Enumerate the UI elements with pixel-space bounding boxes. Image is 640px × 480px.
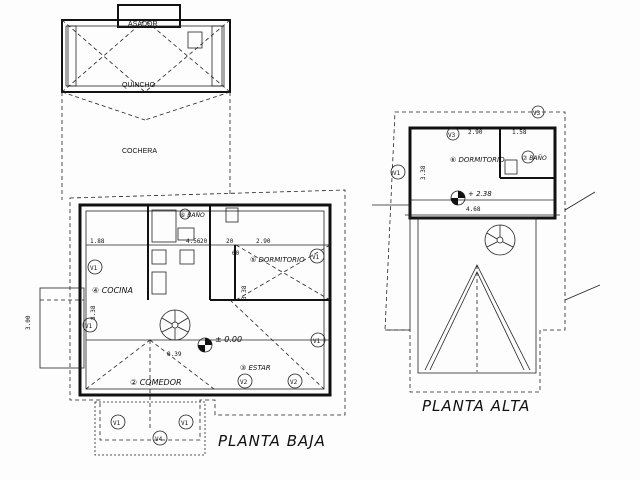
spiral-stair-steps <box>161 310 189 340</box>
window-tag: V1 <box>85 323 93 330</box>
upper-roof-outline <box>384 111 566 393</box>
upper-dim-4-68: 4.68 <box>466 206 481 213</box>
upper-roof-body <box>417 217 537 374</box>
upper-level-label: + 2.38 <box>468 190 492 198</box>
window-tag: V2 <box>240 379 248 386</box>
room-label-comedor: ② COMEDOR <box>130 378 182 387</box>
cochera-diag-2 <box>144 91 231 121</box>
room-label-quincho: QUINCHO <box>122 82 156 89</box>
window-markers-ground: V1 V1 V1 V2 V2 V1 V4 V1 V1 <box>82 208 326 446</box>
window-tag: V1 <box>181 420 189 427</box>
spiral-stair-core <box>171 321 179 329</box>
upper-walls <box>408 126 557 220</box>
upper-dim-3-38: 3.38 <box>420 165 427 180</box>
window-tag: V1 <box>313 338 321 345</box>
quincho-diag-2 <box>144 19 231 93</box>
room-label-cocina: ④ COCINA <box>92 286 133 295</box>
kitchen-counter-2 <box>179 249 195 265</box>
bath-shower <box>151 209 177 243</box>
level-marker-upper-fill <box>451 191 465 205</box>
upper-spiral-core <box>496 236 504 244</box>
upper-left-eave <box>372 204 411 331</box>
quincho-inner <box>67 25 225 87</box>
roof-ridge-3 <box>229 299 325 390</box>
window-tag: V1 <box>312 254 320 261</box>
upper-bath-sink <box>504 159 518 175</box>
window-tag: V1 <box>113 420 121 427</box>
quincho-diag-1 <box>61 19 146 93</box>
room-label-estar: ③ ESTAR <box>240 364 271 372</box>
dim-4-56: 4.56 <box>186 238 201 245</box>
bath-toilet <box>177 227 195 241</box>
window-tag: V3 <box>533 110 541 117</box>
ground-level-label: ± 0.00 <box>215 335 242 344</box>
upper-roof-ridge <box>424 264 531 371</box>
window-tag: V3 <box>448 132 456 139</box>
quincho-diag-3 <box>61 19 146 93</box>
upper-right-eave <box>564 191 601 301</box>
window-tag: V2 <box>290 379 298 386</box>
upper-dim-2-90: 2.90 <box>468 129 483 136</box>
dim-8-39: 8.39 <box>167 351 182 358</box>
quincho-col-left <box>65 25 77 87</box>
kitchen-counter-1 <box>151 249 167 265</box>
window-tag: V4 <box>155 436 163 443</box>
level-marker-fill <box>198 338 212 352</box>
quincho-sink <box>187 31 203 49</box>
kitchen-counter-3 <box>151 271 167 295</box>
quincho-diag-4 <box>144 19 231 93</box>
room-label-asador: ASADOR <box>128 21 158 28</box>
room-label-dormitorio: ⑤ DORMITORIO <box>250 256 305 264</box>
quincho-outline <box>61 19 231 93</box>
dim-1-88: 1.88 <box>90 238 105 245</box>
dim-3-38: 3.38 <box>241 285 248 300</box>
dim-3-00: 3.00 <box>25 315 32 330</box>
window-markers-upper: V3 V3 V1 <box>390 105 545 180</box>
cochera-diag-1 <box>61 91 146 121</box>
quincho-col-right <box>211 25 223 87</box>
upper-room-bano: ⑦ BAÑO <box>522 155 547 162</box>
gallery-outline <box>94 401 206 456</box>
asador-block <box>117 4 181 28</box>
upper-bath-toilet <box>521 150 535 164</box>
dim-20-a: 20 <box>200 238 208 245</box>
upper-plan-title: PLANTA ALTA <box>422 397 530 415</box>
dim-60: 60 <box>232 250 240 257</box>
window-tag: V1 <box>393 170 401 177</box>
upper-dim-1-58: 1.58 <box>512 129 527 136</box>
room-label-bano: ⑥ BAÑO <box>180 212 205 219</box>
upper-room-dormitorio: ⑥ DORMITORIO <box>450 156 505 164</box>
cochera-outline <box>61 92 231 200</box>
upper-stair-steps <box>486 225 514 248</box>
roof-outline <box>69 189 346 441</box>
ground-floor-plan: ± 0.00 ASADOR QUINCHO COCHERA ④ COCINA ⑤… <box>25 4 346 456</box>
window-tag: V1 <box>90 265 98 272</box>
dim-2-90: 2.90 <box>256 238 271 245</box>
room-label-cochera: COCHERA <box>122 148 157 155</box>
dim-8-38: 8.38 <box>90 305 97 320</box>
dim-20-b: 20 <box>226 238 234 245</box>
ground-plan-title: PLANTA BAJA <box>218 432 326 450</box>
bath-sink <box>225 207 239 223</box>
upper-floor-plan: + 2.38 ⑥ DORMITORIO ⑦ BAÑO 2.90 1.58 4.6… <box>372 105 601 415</box>
